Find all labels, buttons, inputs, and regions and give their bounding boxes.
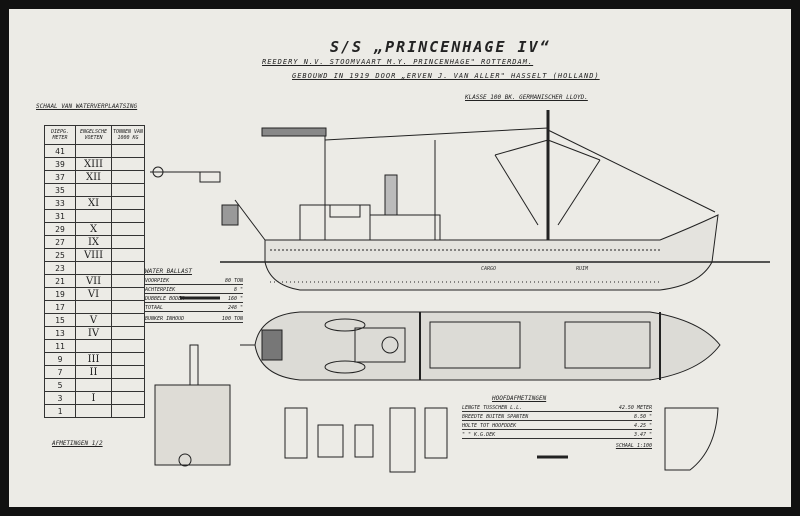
- displacement-scale-title: SCHAAL VAN WATERVERPLAATSING: [36, 103, 138, 110]
- waterline-legend: [150, 166, 221, 183]
- cargo-label: CARGO: [480, 266, 498, 272]
- drawing-title: S/S „PRINCENHAGE IV“: [330, 38, 551, 56]
- ruim-label: RUIM: [575, 266, 590, 272]
- dimension-row: LENGTE TUSSCHEN L.L.42.50 METER: [462, 405, 652, 412]
- deck-plan: [240, 311, 721, 381]
- col-header: TONNEN VAN 1000 KG: [111, 125, 145, 145]
- class-line: KLASSE 100 BK. GERMANISCHER LLOYD.: [465, 94, 588, 101]
- main-dimensions-title: HOOFDAFMETINGEN: [492, 395, 547, 402]
- drawing-scale: SCHAAL 1:100: [615, 443, 652, 449]
- builder-line: GEBOUWD IN 1919 DOOR „ERVEN J. VAN ALLER…: [292, 72, 600, 80]
- scale-row: 31: [44, 209, 145, 223]
- owner-line: REEDERY N.V. STOOMVAART M.Y. PRINCENHAGE…: [262, 58, 534, 66]
- scale-row: 23: [44, 261, 145, 275]
- meter-cell: 1: [44, 404, 76, 418]
- cross-sections: [154, 344, 719, 473]
- afmetingen-label: AFMETINGEN 1/2: [52, 440, 103, 447]
- scale-row: 35: [44, 183, 145, 197]
- displacement-scale-table: DIEPG. METER ENGELSCHE VOETEN TONNEN VAN…: [44, 125, 145, 418]
- main-dimensions-box: HOOFDAFMETINGEN LENGTE TUSSCHEN L.L.42.5…: [462, 395, 652, 449]
- water-ballast-title: WATER BALLAST: [145, 268, 192, 275]
- scale-row: 41: [44, 144, 145, 158]
- side-profile: [220, 110, 770, 291]
- scale-row: 11: [44, 339, 145, 353]
- scale-row: 1: [44, 404, 145, 418]
- tonnes-cell: [111, 404, 145, 418]
